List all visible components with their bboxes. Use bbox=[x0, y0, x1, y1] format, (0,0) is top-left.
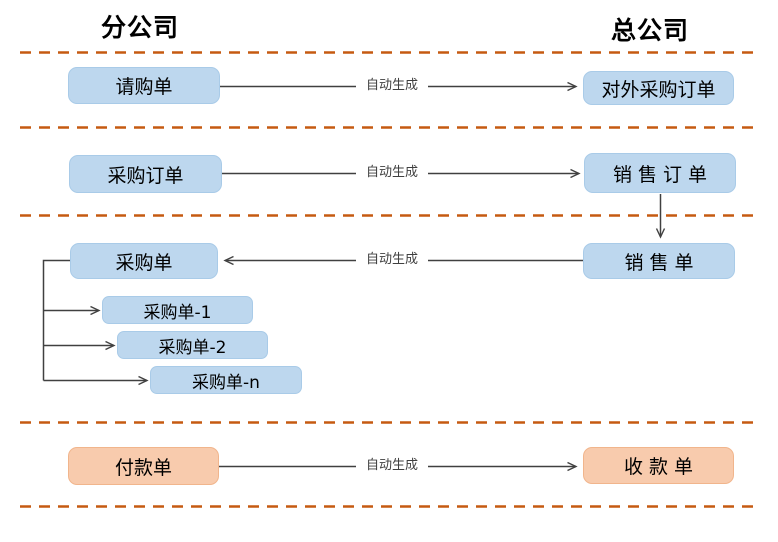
node-purchase-doc-2: 采购单-2 bbox=[117, 331, 268, 359]
node-purchase-request: 请购单 bbox=[68, 67, 220, 104]
node-external-purchase-order: 对外采购订单 bbox=[583, 71, 734, 105]
node-payment-doc: 付款单 bbox=[68, 447, 219, 485]
node-purchase-doc: 采购单 bbox=[70, 243, 218, 279]
edge-label-auto-generate-4: 自动生成 bbox=[356, 456, 428, 476]
node-purchase-doc-1: 采购单-1 bbox=[102, 296, 253, 324]
node-purchase-doc-n: 采购单-n bbox=[150, 366, 302, 394]
node-sales-doc: 销 售 单 bbox=[583, 243, 735, 279]
node-purchase-order: 采购订单 bbox=[69, 155, 222, 193]
edge-label-auto-generate-2: 自动生成 bbox=[356, 163, 428, 183]
right-column-header: 总公司 bbox=[611, 16, 690, 45]
left-column-header: 分公司 bbox=[101, 13, 180, 42]
node-receipt-doc: 收 款 单 bbox=[583, 447, 734, 484]
edge-label-auto-generate-1: 自动生成 bbox=[356, 76, 428, 96]
edge-label-auto-generate-3: 自动生成 bbox=[356, 250, 428, 270]
branch-trunk-line bbox=[42, 259, 70, 381]
node-sales-order: 销 售 订 单 bbox=[584, 153, 736, 193]
